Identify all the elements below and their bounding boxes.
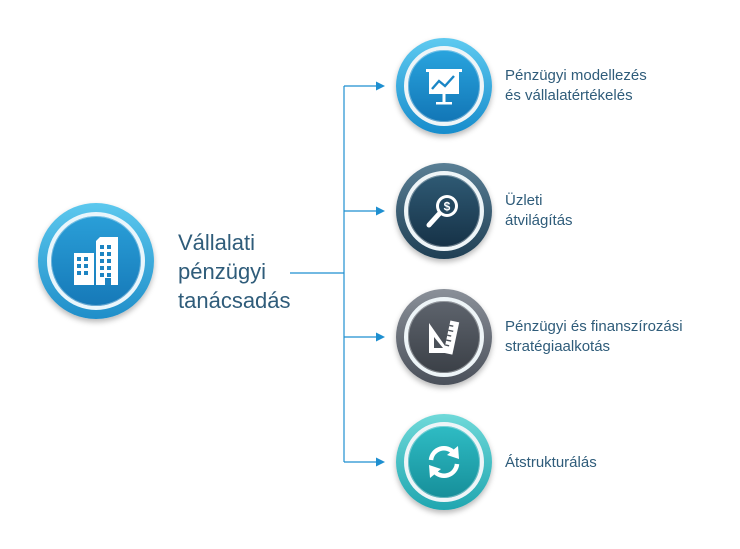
arrowhead-2 bbox=[376, 206, 385, 216]
node-financial-modeling-inner bbox=[404, 46, 484, 126]
presentation-chart-icon bbox=[426, 69, 462, 105]
label-strategy: Pénzügyi és finanszírozási stratégiaalko… bbox=[505, 317, 725, 357]
label-strategy-line-2: stratégiaalkotás bbox=[505, 338, 611, 355]
label-restructuring-line-1: Átstrukturálás bbox=[505, 454, 597, 471]
main-label-line-2: pénzügyi bbox=[178, 259, 267, 284]
ruler-triangle-icon bbox=[429, 320, 460, 355]
magnifier-dollar-icon: $ bbox=[426, 195, 458, 228]
main-label-line-1: Vállalati bbox=[178, 230, 256, 255]
office-building-icon bbox=[74, 237, 118, 285]
arrowhead-1 bbox=[376, 81, 385, 91]
main-node-inner bbox=[47, 212, 145, 310]
main-label-line-3: tanácsadás bbox=[178, 288, 291, 313]
node-due-diligence-circle: $ bbox=[396, 163, 492, 259]
node-restructuring-circle bbox=[396, 414, 492, 510]
label-due-diligence-line-1: Üzleti bbox=[505, 192, 543, 209]
node-strategy-inner bbox=[404, 297, 484, 377]
label-financial-modeling-line-1: Pénzügyi modellezés bbox=[505, 67, 647, 84]
main-node-label: Vállalati pénzügyi tanácsadás bbox=[178, 228, 318, 315]
label-financial-modeling: Pénzügyi modellezés és vállalatértékelés bbox=[505, 66, 725, 106]
label-restructuring: Átstrukturálás bbox=[505, 453, 725, 473]
arrowhead-4 bbox=[376, 457, 385, 467]
main-node-circle bbox=[38, 203, 154, 319]
label-strategy-line-1: Pénzügyi és finanszírozási bbox=[505, 318, 683, 335]
label-due-diligence-line-2: átvilágítás bbox=[505, 212, 573, 229]
label-financial-modeling-line-2: és vállalatértékelés bbox=[505, 87, 633, 104]
node-financial-modeling-circle bbox=[396, 38, 492, 134]
node-restructuring-inner bbox=[404, 422, 484, 502]
arrowhead-3 bbox=[376, 332, 385, 342]
node-strategy-circle bbox=[396, 289, 492, 385]
svg-text:$: $ bbox=[444, 200, 451, 214]
refresh-arrows-icon bbox=[428, 445, 460, 479]
node-due-diligence-inner: $ bbox=[404, 171, 484, 251]
label-due-diligence: Üzleti átvilágítás bbox=[505, 191, 725, 231]
